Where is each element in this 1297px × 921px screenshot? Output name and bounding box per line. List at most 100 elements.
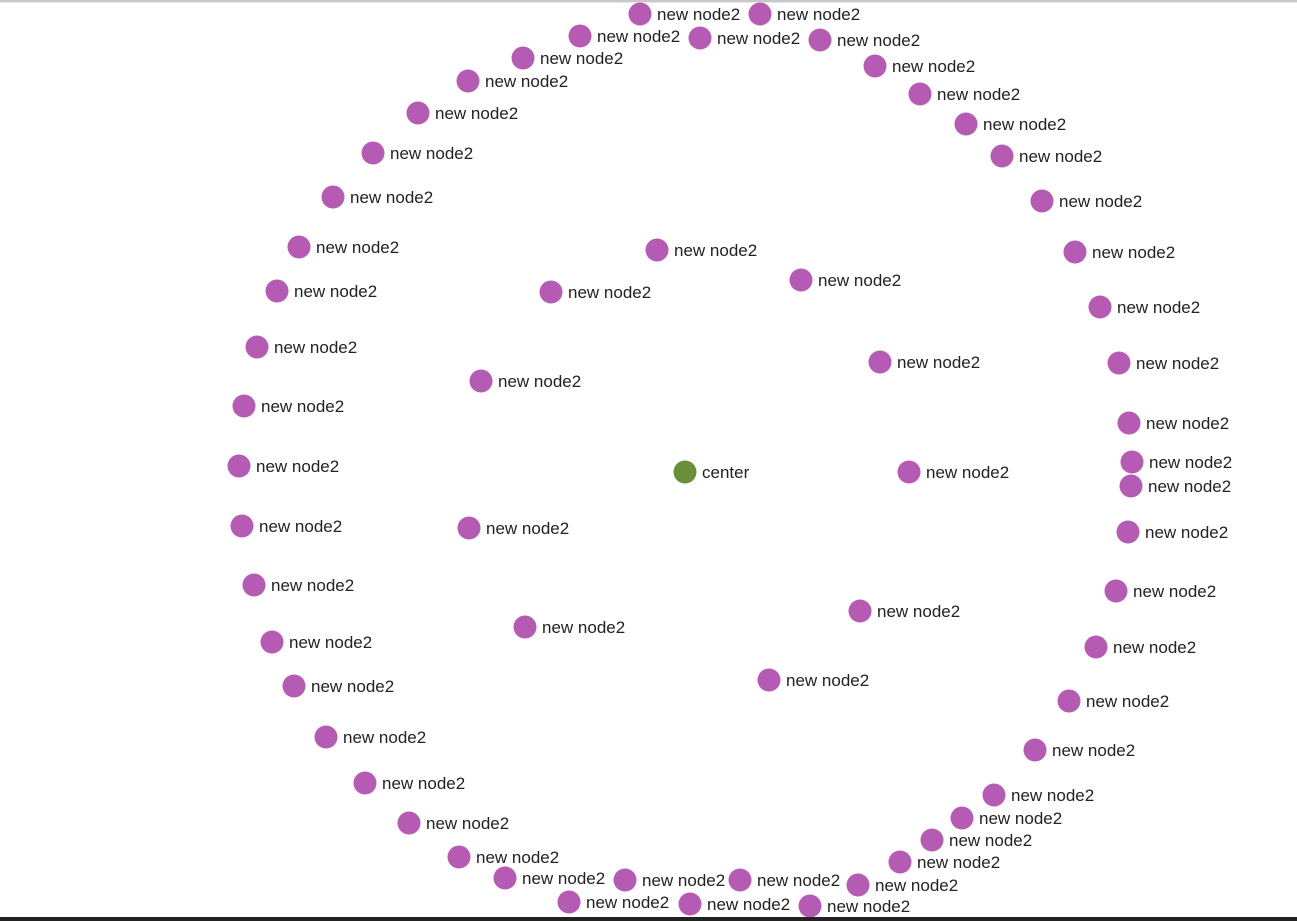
graph-node-label: new node2 (498, 372, 581, 391)
graph-node-circle[interactable] (1084, 635, 1108, 659)
graph-node-circle[interactable] (846, 873, 870, 897)
bottom-bar (0, 917, 1297, 921)
graph-node-circle[interactable] (728, 868, 752, 892)
graph-node-circle[interactable] (353, 771, 377, 795)
graph-node-label: new node2 (568, 283, 651, 302)
graph-node-circle[interactable] (1030, 189, 1054, 213)
graph-node-circle[interactable] (950, 806, 974, 830)
graph-node-circle[interactable] (568, 24, 592, 48)
graph-node-label: new node2 (1117, 298, 1200, 317)
graph-node-label: new node2 (1145, 523, 1228, 542)
node-circles-layer (227, 2, 1144, 918)
graph-node-label: new node2 (937, 85, 1020, 104)
graph-node-label: new node2 (540, 49, 623, 68)
graph-node-label: new node2 (897, 353, 980, 372)
graph-node-circle[interactable] (1116, 520, 1140, 544)
graph-node-circle[interactable] (282, 674, 306, 698)
center-node-label: center (702, 463, 750, 482)
graph-node-circle[interactable] (557, 890, 581, 914)
center-node-circle[interactable] (673, 460, 697, 484)
graph-node-label: new node2 (259, 517, 342, 536)
graph-node-label: new node2 (1086, 692, 1169, 711)
graph-node-circle[interactable] (678, 892, 702, 916)
graph-node-circle[interactable] (954, 112, 978, 136)
graph-node-circle[interactable] (1117, 411, 1141, 435)
graph-node-circle[interactable] (232, 394, 256, 418)
graph-node-circle[interactable] (457, 516, 481, 540)
graph-node-circle[interactable] (1104, 579, 1128, 603)
graph-node-circle[interactable] (1107, 351, 1131, 375)
graph-node-label: new node2 (1133, 582, 1216, 601)
graph-node-label: new node2 (892, 57, 975, 76)
graph-node-label: new node2 (476, 848, 559, 867)
graph-node-circle[interactable] (260, 630, 284, 654)
graph-node-circle[interactable] (447, 845, 471, 869)
graph-node-label: new node2 (486, 519, 569, 538)
graph-node-circle[interactable] (748, 2, 772, 26)
graph-node-label: new node2 (777, 5, 860, 24)
graph-node-circle[interactable] (287, 235, 311, 259)
graph-node-label: new node2 (390, 144, 473, 163)
graph-node-circle[interactable] (688, 26, 712, 50)
graph-node-circle[interactable] (230, 514, 254, 538)
graph-node-label: new node2 (294, 282, 377, 301)
graph-node-circle[interactable] (628, 2, 652, 26)
graph-node-circle[interactable] (757, 668, 781, 692)
graph-node-circle[interactable] (789, 268, 813, 292)
graph-node-circle[interactable] (888, 850, 912, 874)
graph-node-circle[interactable] (406, 101, 430, 125)
graph-node-circle[interactable] (245, 335, 269, 359)
graph-node-circle[interactable] (897, 460, 921, 484)
graph-node-circle[interactable] (1119, 474, 1143, 498)
graph-node-label: new node2 (926, 463, 1009, 482)
graph-node-circle[interactable] (1088, 295, 1112, 319)
graph-node-circle[interactable] (469, 369, 493, 393)
graph-node-circle[interactable] (868, 350, 892, 374)
graph-node-circle[interactable] (265, 279, 289, 303)
graph-node-label: new node2 (343, 728, 426, 747)
graph-node-circle[interactable] (982, 783, 1006, 807)
graph-node-label: new node2 (485, 72, 568, 91)
graph-node-label: new node2 (949, 831, 1032, 850)
graph-node-label: new node2 (1019, 147, 1102, 166)
graph-node-circle[interactable] (798, 894, 822, 918)
graph-node-circle[interactable] (361, 141, 385, 165)
graph-node-label: new node2 (827, 897, 910, 916)
graph-node-label: new node2 (522, 869, 605, 888)
graph-node-label: new node2 (274, 338, 357, 357)
graph-node-circle[interactable] (242, 573, 266, 597)
graph-node-circle[interactable] (808, 28, 832, 52)
graph-node-circle[interactable] (1057, 689, 1081, 713)
graph-node-label: new node2 (1059, 192, 1142, 211)
graph-node-circle[interactable] (539, 280, 563, 304)
graph-node-circle[interactable] (1063, 240, 1087, 264)
node-labels-layer: new node2 new node2 new node2 new node2 new … (256, 5, 1232, 916)
graph-node-circle[interactable] (321, 185, 345, 209)
graph-node-circle[interactable] (456, 69, 480, 93)
graph-node-circle[interactable] (493, 866, 517, 890)
graph-node-label: new node2 (642, 871, 725, 890)
graph-node-label: new node2 (542, 618, 625, 637)
graph-node-circle[interactable] (990, 144, 1014, 168)
graph-node-circle[interactable] (397, 811, 421, 835)
graph-node-label: new node2 (757, 871, 840, 890)
graph-node-label: new node2 (586, 893, 669, 912)
graph-node-label: new node2 (1011, 786, 1094, 805)
graph-node-circle[interactable] (1023, 738, 1047, 762)
graph-node-label: new node2 (316, 238, 399, 257)
graph-node-circle[interactable] (645, 238, 669, 262)
graph-node-circle[interactable] (848, 599, 872, 623)
graph-node-circle[interactable] (227, 454, 251, 478)
graph-node-circle[interactable] (513, 615, 537, 639)
graph-node-circle[interactable] (1120, 450, 1144, 474)
graph-node-circle[interactable] (314, 725, 338, 749)
graph-node-circle[interactable] (863, 54, 887, 78)
graph-node-label: new node2 (1149, 453, 1232, 472)
graph-node-label: new node2 (877, 602, 960, 621)
graph-node-circle[interactable] (908, 82, 932, 106)
graph-node-circle[interactable] (511, 46, 535, 70)
graph-node-label: new node2 (875, 876, 958, 895)
graph-node-circle[interactable] (613, 868, 637, 892)
graph-node-circle[interactable] (920, 828, 944, 852)
